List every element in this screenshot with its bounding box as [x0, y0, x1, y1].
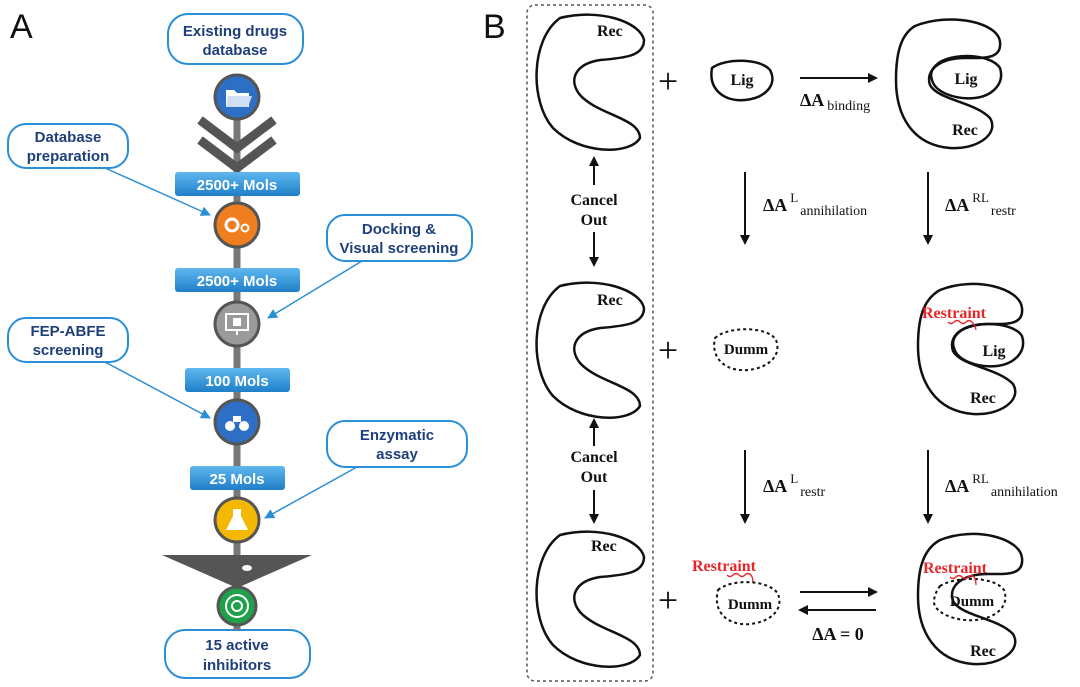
- bubble-fep: FEP-ABFE screening: [7, 317, 129, 363]
- callout-arrow: [104, 167, 211, 216]
- dummy-shape: [713, 328, 779, 372]
- folder-icon: [213, 73, 261, 121]
- lig-label: Lig: [982, 343, 1005, 360]
- cancel-label: Cancel: [570, 449, 618, 466]
- panel-a-letter: A: [10, 8, 33, 46]
- bubble-active-line2: inhibitors: [203, 657, 271, 674]
- bar-mols-1-label: 2500+ Mols: [197, 177, 277, 194]
- receptor-shape: [535, 13, 646, 151]
- chevron-down-icon: [197, 116, 277, 174]
- cancel-out-top: Cancel Out: [570, 156, 618, 267]
- bubble-fep-line1: FEP-ABFE: [31, 323, 106, 340]
- monitor-icon: [213, 300, 261, 348]
- callout-arrow: [264, 466, 358, 519]
- receptor-complex-shape: [916, 282, 1024, 416]
- rec-label: Rec: [952, 122, 978, 139]
- bubble-database-preparation: Database preparation: [7, 123, 129, 169]
- restraint-spring: [947, 319, 977, 331]
- receptor-complex-shape: [894, 18, 1002, 150]
- restraint-label: Restraint: [923, 560, 988, 577]
- bubble-docking-line2: Visual screening: [340, 240, 459, 257]
- rec-label: Rec: [597, 23, 623, 40]
- bubble-active-inhibitors: 15 active inhibitors: [164, 629, 311, 679]
- ligand-shape: [951, 322, 1025, 368]
- receptor-shape: [535, 281, 646, 419]
- bubble-existing-drugs-line1: Existing drugs: [183, 23, 287, 40]
- bubble-docking: Docking & Visual screening: [326, 214, 473, 262]
- target-icon: [216, 585, 258, 627]
- panel-b-letter: B: [483, 8, 506, 46]
- delta-a-zero: ΔA = 0: [812, 624, 864, 644]
- plus-sign: +: [658, 61, 678, 101]
- rec-label: Rec: [591, 538, 617, 555]
- bubble-docking-line1: Docking &: [362, 221, 436, 238]
- dummy-shape: [932, 577, 1007, 622]
- restraint-spring: [949, 574, 977, 586]
- restraint-label: Restraint: [692, 558, 757, 575]
- receptor-shape: [535, 530, 646, 668]
- dummy-shape: [715, 581, 781, 626]
- bubble-enzymatic-line1: Enzymatic: [360, 427, 434, 444]
- bar-mols-3: 100 Mols: [185, 368, 290, 392]
- funnel-icon: [162, 555, 312, 588]
- cancel-out-bottom: Cancel Out: [570, 418, 618, 524]
- bubble-enzymatic: Enzymatic assay: [326, 420, 468, 468]
- bar-mols-2-label: 2500+ Mols: [197, 273, 277, 290]
- dumm-label: Dumm: [950, 594, 995, 610]
- cancel-out-box: [526, 4, 654, 682]
- restraint-spring: [726, 572, 754, 584]
- bar-mols-4-label: 25 Mols: [209, 471, 264, 488]
- restraint-label: Restraint: [922, 305, 987, 322]
- bubble-fep-line2: screening: [33, 342, 104, 359]
- bar-mols-3-label: 100 Mols: [205, 373, 268, 390]
- rec-label: Rec: [970, 390, 996, 407]
- binoculars-icon: [213, 398, 261, 446]
- dumm-label: Dumm: [728, 597, 773, 613]
- bubble-enzymatic-line2: assay: [376, 446, 418, 463]
- bar-mols-4: 25 Mols: [190, 466, 285, 490]
- out-label: Out: [581, 212, 608, 229]
- ligand-shape: [929, 54, 1003, 100]
- bar-mols-1: 2500+ Mols: [175, 172, 300, 196]
- plus-sign: +: [658, 330, 678, 370]
- receptor-complex-shape: [916, 532, 1024, 666]
- bubble-existing-drugs-line2: database: [202, 42, 267, 59]
- lig-label: Lig: [954, 71, 977, 88]
- bubble-existing-drugs: Existing drugs database: [167, 13, 304, 65]
- out-label: Out: [581, 469, 608, 486]
- callout-arrow: [104, 361, 211, 419]
- ligand-shape: [710, 59, 774, 102]
- bubble-active-line1: 15 active: [205, 637, 268, 654]
- dumm-label: Dumm: [724, 342, 769, 358]
- bubble-database-prep-line2: preparation: [27, 148, 110, 165]
- plus-sign: +: [658, 580, 678, 620]
- lig-label: Lig: [730, 72, 753, 89]
- flask-icon: [213, 496, 261, 544]
- bar-mols-2: 2500+ Mols: [175, 268, 300, 292]
- rec-label: Rec: [970, 643, 996, 660]
- cancel-label: Cancel: [570, 192, 618, 209]
- bubble-database-prep-line1: Database: [35, 129, 102, 146]
- gears-icon: [213, 201, 261, 249]
- callout-arrow: [267, 260, 363, 319]
- rec-label: Rec: [597, 292, 623, 309]
